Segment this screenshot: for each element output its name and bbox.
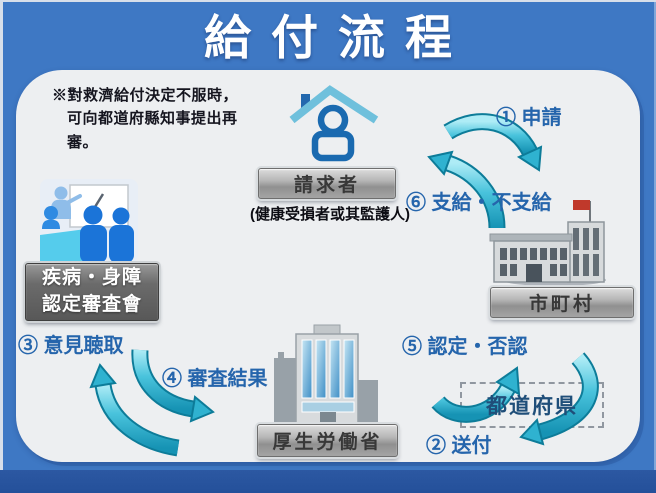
arrow-apply [443, 113, 543, 172]
flow-label-forward: ② 送付 [426, 435, 492, 457]
flow-label-apply: ① 申請 [496, 107, 562, 129]
flow-label-review-result: ④ 審査結果 [162, 368, 268, 390]
ministry-node: 厚生労働省 [257, 424, 398, 457]
requester-label: 請求者 [293, 175, 360, 196]
arrow-review-result [131, 349, 215, 423]
note-line-1: ※對救濟給付決定不服時， [52, 87, 239, 104]
flow-label-opinion-hearing: ③ 意見聴取 [18, 335, 124, 357]
requester-sublabel: (健康受損者或其監護人) [250, 206, 410, 223]
committee-label-line2: 認定審査會 [41, 294, 142, 315]
arrow-recognition [431, 366, 521, 423]
note-text: ※對救濟給付決定不服時， 可向都道府縣知事提出再 審。 [52, 84, 264, 154]
bottom-band [0, 470, 656, 493]
municipality-label: 市町村 [528, 294, 595, 315]
prefecture-label: 都道府県 [486, 395, 578, 418]
arrow-opinion-hearing [89, 363, 180, 457]
municipality-node: 市町村 [490, 287, 634, 318]
office-building-icon [274, 324, 378, 430]
page-title: 給付流程 [204, 10, 472, 64]
requester-node: 請求者 [258, 168, 396, 199]
city-hall-flag-icon [489, 200, 606, 286]
meeting-presentation-icon [40, 179, 138, 263]
committee-label-line1: 疾病・身障 [41, 267, 142, 289]
note-line-3: 審。 [67, 133, 99, 151]
ministry-label: 厚生労働省 [272, 432, 383, 453]
note-line-2: 可向都道府縣知事提出再 [67, 110, 238, 128]
flow-label-recognition: ⑤ 認定・否認 [402, 336, 528, 358]
committee-node: 疾病・身障 認定審査會 [25, 263, 159, 321]
flow-label-payment-decision: ⑥ 支給・不支給 [406, 192, 552, 214]
arrow-payment-decision [427, 150, 506, 229]
house-person-icon [289, 85, 379, 162]
arrow-forward [519, 352, 599, 446]
